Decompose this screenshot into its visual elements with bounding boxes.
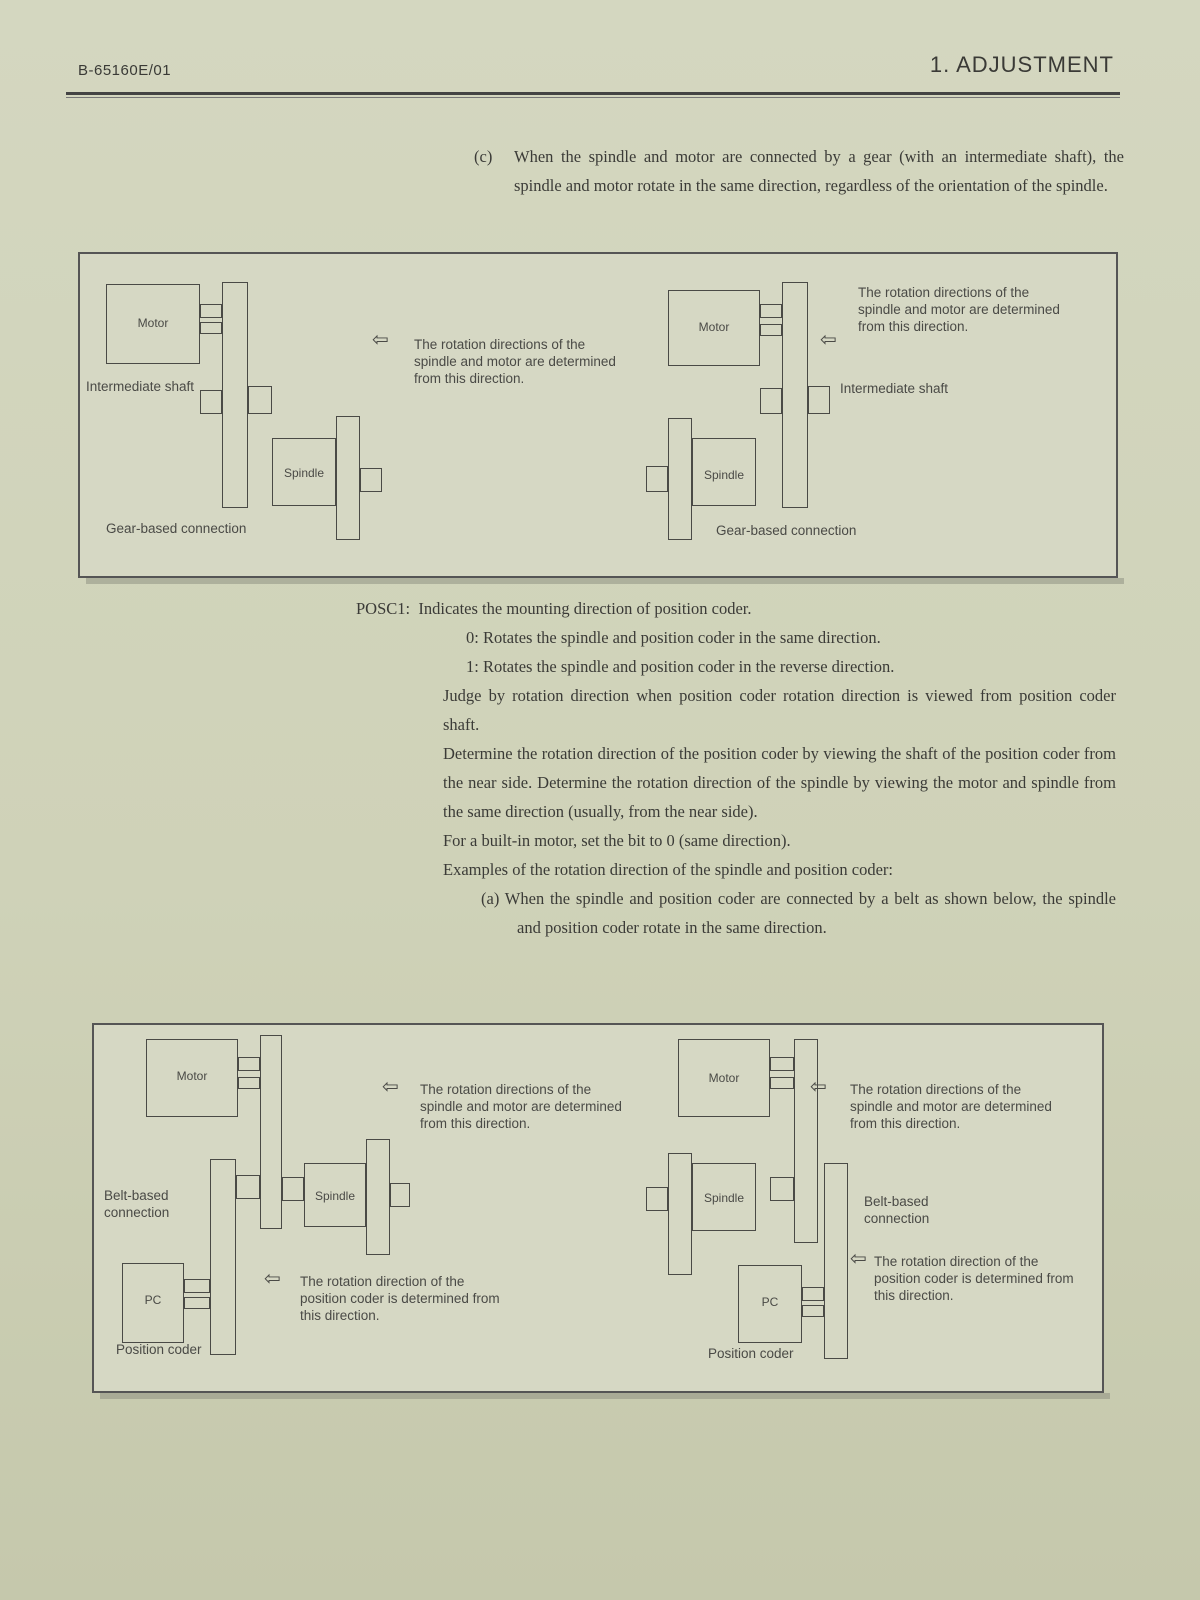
item-c-text: When the spindle and motor are connected… — [514, 147, 1124, 195]
belt-pulley — [210, 1159, 236, 1355]
intermediate-shaft-right — [248, 386, 272, 414]
spindle-label: Spindle — [283, 466, 325, 480]
intermediate-shaft-label: Intermediate shaft — [86, 379, 195, 394]
posc1-title-line: POSC1: Indicates the mounting direction … — [356, 594, 1116, 623]
spindle-shaft-left — [282, 1177, 304, 1201]
hollow-left-arrow-icon: ⇦ — [810, 1076, 827, 1098]
pc-label: PC — [144, 1293, 162, 1307]
spindle-block — [272, 438, 336, 506]
motor-block — [678, 1039, 770, 1117]
hollow-left-arrow-icon: ⇦ — [372, 329, 389, 351]
spindle-label: Spindle — [314, 1189, 356, 1203]
pc-rotation-note-left: The rotation direction of the position c… — [300, 1274, 500, 1323]
motor-shaft — [770, 1057, 794, 1071]
motor-pulley — [794, 1039, 818, 1243]
item-c-label: (c) — [474, 147, 493, 166]
spindle-block — [692, 1163, 756, 1231]
posc1-section: POSC1: Indicates the mounting direction … — [356, 594, 1116, 942]
pc-shaft-2 — [184, 1297, 210, 1309]
intermediate-shaft-left — [200, 390, 222, 414]
motor-block — [106, 284, 200, 364]
belt-connection-label: Belt-based connection — [104, 1188, 170, 1220]
spindle-shaft-right — [770, 1177, 794, 1201]
motor-shaft-2 — [238, 1077, 260, 1089]
motor-rotation-note-left: The rotation directions of the spindle a… — [420, 1082, 622, 1131]
gear-caption-left: Gear-based connection — [106, 521, 247, 536]
header-rule-thin — [66, 97, 1120, 98]
figure-belt-connection: Motor Belt-based connection Spindle PC P… — [92, 1023, 1110, 1399]
position-coder-caption: Position coder — [708, 1346, 794, 1361]
figure-gear-connection: Motor Intermediate shaft Spindle Gear-ba… — [78, 252, 1124, 584]
item-c: (c) When the spindle and motor are conne… — [474, 142, 1124, 200]
pc-label: PC — [761, 1295, 779, 1309]
gear-caption-right: Gear-based connection — [716, 523, 857, 538]
posc1-option-0: 0: Rotates the spindle and position code… — [466, 628, 881, 647]
spindle-pulley — [668, 1153, 692, 1275]
posc1-label: POSC1: — [356, 599, 411, 618]
header-rule — [66, 92, 1120, 95]
hollow-left-arrow-icon: ⇦ — [264, 1268, 281, 1290]
motor-block — [668, 290, 760, 366]
spindle-shaft — [646, 1187, 668, 1211]
section-title: 1. ADJUSTMENT — [929, 52, 1114, 77]
intermediate-shaft-label: Intermediate shaft — [840, 381, 949, 396]
motor-label: Motor — [698, 320, 730, 334]
pc-block — [122, 1263, 184, 1343]
spindle-shaft — [360, 468, 382, 492]
rotation-note-left: The rotation directions of the spindle a… — [414, 337, 616, 386]
motor-label: Motor — [708, 1071, 740, 1085]
position-coder-caption: Position coder — [116, 1342, 202, 1357]
intermediate-shaft-left — [760, 388, 782, 414]
pc-block — [738, 1265, 802, 1343]
spindle-pulley — [366, 1139, 390, 1255]
posc1-paragraph-3: For a built-in motor, set the bit to 0 (… — [443, 831, 791, 850]
spindle-gear — [336, 416, 360, 540]
motor-block — [146, 1039, 238, 1117]
motor-label: Motor — [137, 316, 169, 330]
belt-shaft — [236, 1175, 260, 1199]
pc-rotation-note-right: The rotation direction of the position c… — [874, 1254, 1074, 1303]
document-code: B-65160E/01 — [78, 62, 172, 79]
spindle-shaft — [646, 466, 668, 492]
motor-shaft — [238, 1057, 260, 1071]
motor-shaft — [200, 304, 222, 318]
hollow-left-arrow-icon: ⇦ — [850, 1248, 867, 1270]
pc-shaft — [184, 1279, 210, 1293]
motor-shaft-2 — [760, 324, 782, 336]
spindle-gear — [668, 418, 692, 540]
gear-main — [782, 282, 808, 508]
posc1-paragraph-4: Examples of the rotation direction of th… — [443, 860, 893, 879]
spindle-label: Spindle — [703, 1191, 745, 1205]
pc-shaft — [802, 1287, 824, 1301]
spindle-shaft — [390, 1183, 410, 1207]
hollow-left-arrow-icon: ⇦ — [820, 329, 837, 351]
posc1-option-1: 1: Rotates the spindle and position code… — [466, 657, 895, 676]
motor-rotation-note-right: The rotation directions of the spindle a… — [850, 1082, 1052, 1131]
posc1-title: Indicates the mounting direction of posi… — [418, 599, 752, 618]
gear-main — [222, 282, 248, 508]
intermediate-shaft-right — [808, 386, 830, 414]
spindle-block — [304, 1163, 366, 1227]
posc1-paragraph-2: Determine the rotation direction of the … — [443, 744, 1116, 821]
motor-shaft-2 — [200, 322, 222, 334]
spindle-label: Spindle — [703, 468, 745, 482]
belt-pulley — [824, 1163, 848, 1359]
posc1-paragraph-1: Judge by rotation direction when positio… — [443, 686, 1116, 734]
motor-shaft — [760, 304, 782, 318]
posc1-item-a: (a) When the spindle and position coder … — [481, 889, 1116, 937]
spindle-block — [692, 438, 756, 506]
motor-pulley — [260, 1035, 282, 1229]
pc-shaft-2 — [802, 1305, 824, 1317]
rotation-note-right: The rotation directions of the spindle a… — [858, 285, 1060, 334]
motor-shaft-2 — [770, 1077, 794, 1089]
motor-label: Motor — [176, 1069, 208, 1083]
belt-connection-label: Belt-based connection — [864, 1194, 930, 1226]
hollow-left-arrow-icon: ⇦ — [382, 1076, 399, 1098]
